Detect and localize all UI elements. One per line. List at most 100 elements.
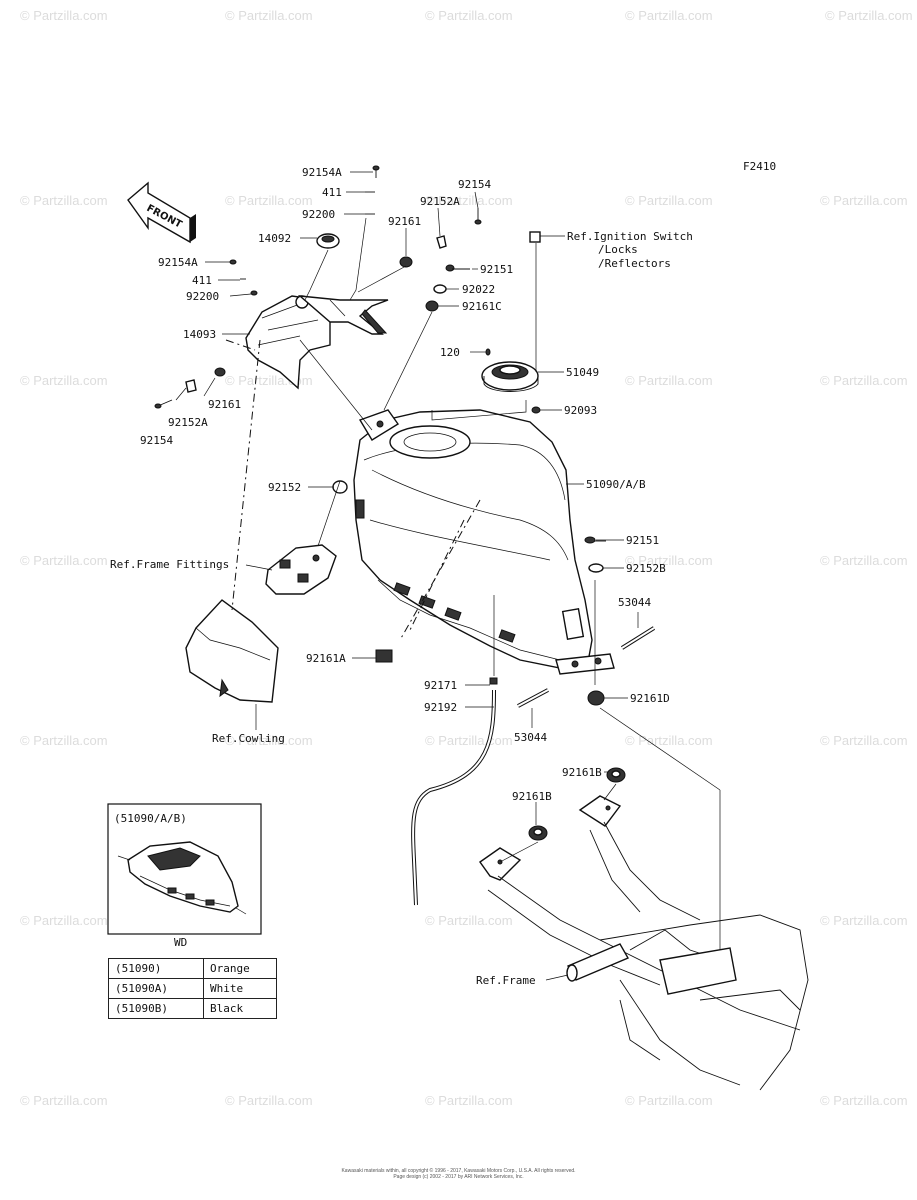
label-92161c: 92161C [462, 300, 502, 313]
ref-frame: Ref.Frame [476, 974, 536, 987]
color-name: Orange [203, 958, 277, 979]
ref-ignition-line2: /Locks [598, 243, 638, 256]
watermark: © Partzilla.com [625, 193, 713, 208]
inset-caption: WD [174, 936, 187, 949]
damper-92161a [375, 649, 393, 663]
color-name: Black [203, 998, 277, 1019]
table-row: (51090) Orange [108, 958, 277, 979]
leader-lines [175, 171, 721, 981]
label-92152a-left: 92152A [168, 416, 208, 429]
label-92171: 92171 [424, 679, 457, 692]
label-51090: 51090/A/B [586, 478, 646, 491]
label-53044-bottom: 53044 [514, 731, 547, 744]
fuel-tank [353, 409, 615, 675]
label-14093: 14093 [183, 328, 216, 341]
label-92022: 92022 [462, 283, 495, 296]
watermark: © Partzilla.com [225, 8, 313, 23]
label-92151-right: 92151 [626, 534, 659, 547]
label-92200: 92200 [302, 208, 335, 221]
watermark: © Partzilla.com [425, 8, 513, 23]
label-92161: 92161 [388, 215, 421, 228]
cowling-piece [185, 599, 279, 703]
color-code: (51090) [108, 958, 204, 979]
watermark-layer: © Partzilla.com © Partzilla.com © Partzi… [20, 8, 913, 1108]
hardware-top [316, 165, 541, 494]
watermark: © Partzilla.com [625, 373, 713, 388]
label-92154-left: 92154 [140, 434, 173, 447]
watermark: © Partzilla.com [425, 1093, 513, 1108]
label-14092: 14092 [258, 232, 291, 245]
washer-92152b [588, 563, 604, 573]
label-92161-left: 92161 [208, 398, 241, 411]
watermark: © Partzilla.com [820, 733, 908, 748]
copyright-footer: Kawasaki materials within, all copyright… [0, 1168, 917, 1180]
watermark: © Partzilla.com [625, 1093, 713, 1108]
watermark: © Partzilla.com [225, 733, 313, 748]
footer-line: Page design (c) 2002 - 2017 by ARI Netwo… [393, 1174, 524, 1180]
watermark: © Partzilla.com [820, 913, 908, 928]
label-51049: 51049 [566, 366, 599, 379]
label-411: 411 [322, 186, 342, 199]
drain-hose [411, 677, 498, 906]
ref-ignition-line3: /Reflectors [598, 257, 671, 270]
label-92161d: 92161D [630, 692, 670, 705]
label-92152a: 92152A [420, 195, 460, 208]
label-92154a-left: 92154A [158, 256, 198, 269]
label-92161a: 92161A [306, 652, 346, 665]
label-92154: 92154 [458, 178, 491, 191]
color-name: White [203, 978, 277, 999]
fuel-pump [481, 361, 539, 392]
right-tank-cover [297, 295, 389, 335]
watermark: © Partzilla.com [20, 913, 108, 928]
watermark: © Partzilla.com [625, 733, 713, 748]
part-labels: 92154A 411 92200 92154 92152A 92161 1409… [110, 166, 693, 987]
label-92093: 92093 [564, 404, 597, 417]
inset-title: (51090/A/B) [114, 812, 187, 825]
ref-ignition-line1: Ref.Ignition Switch [567, 230, 693, 243]
center-lines [225, 339, 481, 641]
watermark: © Partzilla.com [625, 8, 713, 23]
label-92152b: 92152B [626, 562, 666, 575]
label-53044-right: 53044 [618, 596, 651, 609]
watermark: © Partzilla.com [225, 193, 313, 208]
watermark: © Partzilla.com [820, 373, 908, 388]
bolt-92151-right [584, 536, 606, 544]
pin-53044 [517, 626, 656, 708]
label-92161b-left: 92161B [512, 790, 552, 803]
hardware-left [154, 259, 258, 409]
watermark: © Partzilla.com [825, 8, 913, 23]
ref-cowling: Ref.Cowling [212, 732, 285, 745]
ref-frame-fittings: Ref.Frame Fittings [110, 558, 229, 571]
watermark: © Partzilla.com [425, 733, 513, 748]
figure-code: F2410 [743, 160, 776, 173]
watermark: © Partzilla.com [20, 8, 108, 23]
damper-92161b [528, 767, 626, 841]
label-92161b-right: 92161B [562, 766, 602, 779]
watermark: © Partzilla.com [20, 1093, 108, 1108]
table-row: (51090A) White [108, 978, 277, 999]
watermark: © Partzilla.com [425, 193, 513, 208]
footer-line: Kawasaki materials within, all copyright… [341, 1168, 576, 1174]
label-92192: 92192 [424, 701, 457, 714]
watermark: © Partzilla.com [625, 553, 713, 568]
frame-fitting-bracket [265, 544, 337, 595]
watermark: © Partzilla.com [20, 373, 108, 388]
watermark: © Partzilla.com [820, 193, 908, 208]
label-411-left: 411 [192, 274, 212, 287]
table-row: (51090B) Black [108, 998, 277, 1019]
watermark: © Partzilla.com [225, 1093, 313, 1108]
label-92154a: 92154A [302, 166, 342, 179]
watermark: © Partzilla.com [820, 553, 908, 568]
color-variant-inset: (51090/A/B) WD [107, 803, 262, 949]
color-code: (51090B) [108, 998, 204, 1019]
main-frame [479, 795, 809, 1091]
label-92151: 92151 [480, 263, 513, 276]
label-120: 120 [440, 346, 460, 359]
label-92200-left: 92200 [186, 290, 219, 303]
color-table: (51090) Orange (51090A) White (51090B) B… [108, 958, 277, 1019]
color-code: (51090A) [108, 978, 204, 999]
watermark: © Partzilla.com [20, 193, 108, 208]
watermark: © Partzilla.com [20, 553, 108, 568]
damper-92161d [587, 690, 605, 706]
